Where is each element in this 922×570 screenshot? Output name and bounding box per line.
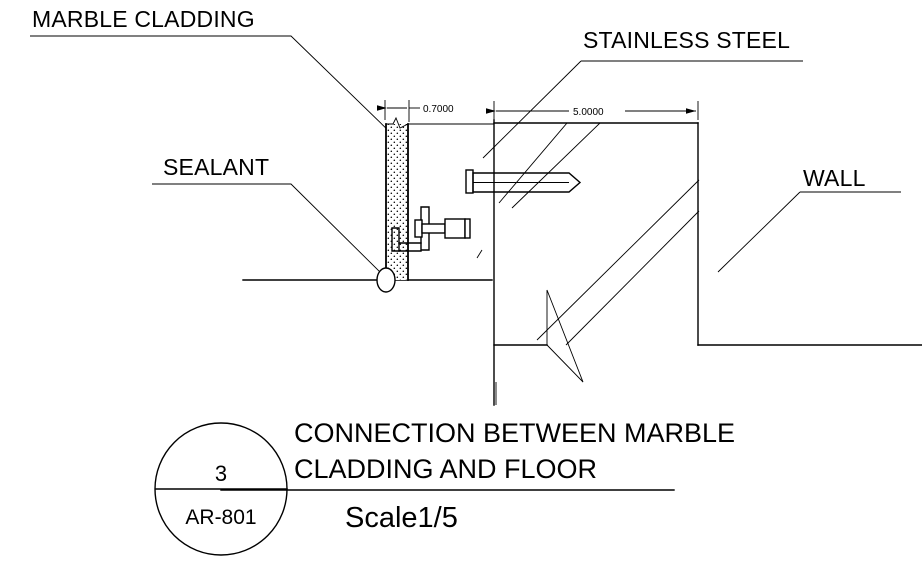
- bolt-sleeve-body: [444, 218, 466, 239]
- detail-title-line-1: CONNECTION BETWEEN MARBLE: [294, 418, 735, 448]
- sealant-ellipse: [376, 267, 396, 293]
- bracket-horizontal-toe: [398, 242, 422, 252]
- label-sealant: SEALANT: [163, 154, 269, 180]
- bolt-end-cap: [464, 218, 471, 239]
- upper-stainless-pin: [465, 169, 582, 194]
- wall-hatch-tick-1: [476, 249, 483, 259]
- detail-title-line-2: CLADDING AND FLOOR: [294, 454, 597, 484]
- annotation-stainless-steel: STAINLESS STEEL: [482, 27, 803, 159]
- label-wall: WALL: [803, 165, 866, 191]
- annotation-wall: WALL: [717, 165, 901, 273]
- wall-hatch-line-1: [498, 122, 568, 204]
- leader-sealant: [152, 183, 384, 276]
- sealant-bead: [376, 267, 396, 293]
- wall-break-zigzag: [546, 289, 584, 383]
- annotation-sealant: SEALANT: [152, 154, 384, 276]
- leader-stainless-steel-diagonal: [482, 60, 582, 159]
- annotation-marble-cladding: MARBLE CLADDING: [30, 6, 393, 135]
- leader-wall-diagonal: [717, 191, 801, 273]
- pin-head-flange: [465, 169, 474, 194]
- marble-cladding-break-symbol: [386, 116, 409, 129]
- bolt-shank: [421, 223, 446, 234]
- wall-hatch-line-4: [565, 210, 700, 346]
- detail-scale-text: Scale1/5: [345, 502, 458, 534]
- label-marble-cladding: MARBLE CLADDING: [32, 6, 255, 32]
- wall-hatch-line-2: [511, 122, 601, 209]
- detail-bubble-sheet: AR-801: [185, 506, 256, 529]
- label-stainless-steel: STAINLESS STEEL: [583, 27, 790, 53]
- leader-marble-cladding: [30, 35, 393, 135]
- detail-bubble-number: 3: [215, 461, 227, 486]
- marble-cladding-hatch-fill: [386, 124, 408, 280]
- wall-assembly: [476, 119, 922, 406]
- dimension-cladding-thickness: 0.7000: [377, 100, 454, 122]
- dimension-wall-thickness: 5.0000: [486, 101, 699, 120]
- marble-cladding-panel: [385, 116, 494, 281]
- dimension-value-cladding: 0.7000: [423, 104, 454, 115]
- wall-hatch-line-3: [536, 179, 700, 341]
- lower-anchor-bolt: [414, 218, 471, 239]
- dimension-value-wall: 5.0000: [573, 107, 604, 118]
- title-block: 3 AR-801 CONNECTION BETWEEN MARBLE CLADD…: [154, 382, 735, 556]
- pin-body: [472, 172, 582, 193]
- bracket-embedded-lip: [391, 227, 400, 252]
- bolt-head-plate: [414, 219, 423, 238]
